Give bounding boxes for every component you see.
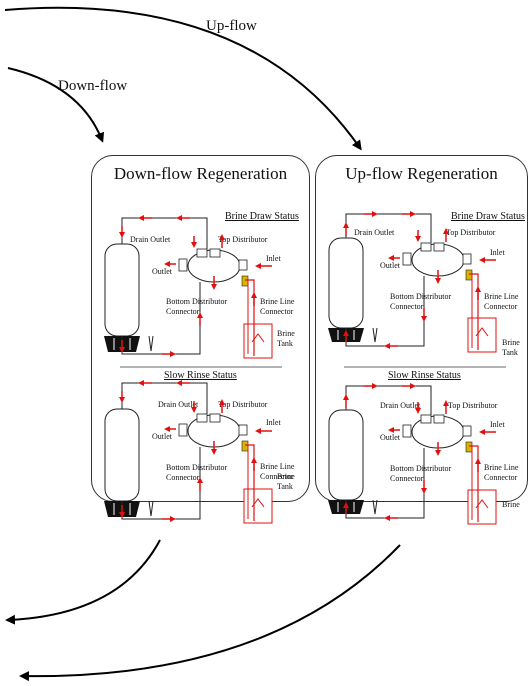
outlet-label: Outlet — [380, 261, 400, 270]
resin-tank — [104, 243, 140, 337]
drain-outlet-label: Drain Outlet — [354, 228, 395, 237]
slow-rinse-status-label: Slow Rinse Status — [388, 370, 461, 381]
tank-label: Tank — [277, 482, 293, 491]
outlet-label: Outlet — [152, 267, 172, 276]
top-distributor-label: Top Distributor — [446, 228, 496, 237]
brine-tank — [243, 323, 273, 359]
brine-line-label: Brine Line — [484, 463, 519, 472]
tank-label: Tank — [502, 348, 518, 357]
bottom-distributor-label: Bottom Distributor — [166, 463, 228, 472]
drain-outlet-label: Drain Outlet — [130, 235, 171, 244]
top-distributor-label: Top Distributor — [218, 235, 268, 244]
tank-label: Tank — [277, 339, 293, 348]
down-flow-label: Down-flow — [58, 78, 128, 94]
down-flow-arrow — [7, 67, 105, 143]
slow-rinse-schematic — [104, 383, 272, 523]
brine-draw-status-label: Brine Draw Status — [225, 211, 299, 222]
connector-label: Connector — [390, 302, 424, 311]
bottom-distributor-label: Bottom Distributor — [390, 292, 452, 301]
up-flow-label: Up-flow — [206, 18, 257, 34]
brine-tank — [467, 317, 497, 353]
brine-draw-status-label: Brine Draw Status — [451, 211, 525, 222]
top-distributor-label: Top Distributor — [448, 401, 498, 410]
connector-label: Connector — [166, 473, 200, 482]
brine-draw-schematic — [328, 211, 497, 353]
inlet-label: Inlet — [490, 248, 505, 257]
brine-line-label: Brine Line — [260, 462, 295, 471]
inlet-label: Inlet — [266, 254, 281, 263]
top-distributor-label: Top Distributor — [218, 400, 268, 409]
brine-line-connector-label: Connector — [484, 302, 518, 311]
brine-label: Brine — [502, 500, 520, 509]
brine-line-label: Brine Line — [260, 297, 295, 306]
connector-label: Connector — [166, 307, 200, 316]
slow-rinse-status-label: Slow Rinse Status — [164, 370, 237, 381]
bottom-distributor-label: Bottom Distributor — [166, 297, 228, 306]
down-flow-schematic — [92, 215, 282, 503]
inlet-label: Inlet — [490, 420, 505, 429]
up-flow-schematic — [316, 211, 506, 503]
brine-line-label: Brine Line — [484, 292, 519, 301]
brine-line-connector-label: Connector — [260, 472, 294, 481]
brine-line-connector-label: Connector — [484, 473, 518, 482]
drain-outlet-label: Drain Outlet — [380, 401, 421, 410]
connector-label: Connector — [390, 474, 424, 483]
brine-label: Brine — [277, 329, 295, 338]
return-arrow-long — [19, 544, 401, 682]
panel-title: Down-flow Regeneration — [113, 164, 288, 183]
brine-label: Brine — [502, 338, 520, 347]
inlet-label: Inlet — [266, 418, 281, 427]
drain-outlet-label: Drain Outlet — [158, 400, 199, 409]
brine-label: Brine — [277, 472, 295, 481]
bottom-distributor-label: Bottom Distributor — [390, 464, 452, 473]
up-flow-arrow — [4, 6, 362, 151]
brine-line-connector-label: Connector — [260, 307, 294, 316]
brine-draw-schematic — [104, 215, 273, 359]
up-flow-regeneration-panel: Up-flow Regeneration Brine Draw Status S… — [315, 155, 528, 502]
outlet-label: Outlet — [380, 433, 400, 442]
panel-title: Up-flow Regeneration — [345, 164, 498, 183]
return-arrow-short — [5, 539, 161, 625]
down-flow-regeneration-panel: Down-flow Regeneration Brine Draw Status… — [91, 155, 310, 502]
outlet-label: Outlet — [152, 432, 172, 441]
resin-tank — [328, 237, 364, 329]
